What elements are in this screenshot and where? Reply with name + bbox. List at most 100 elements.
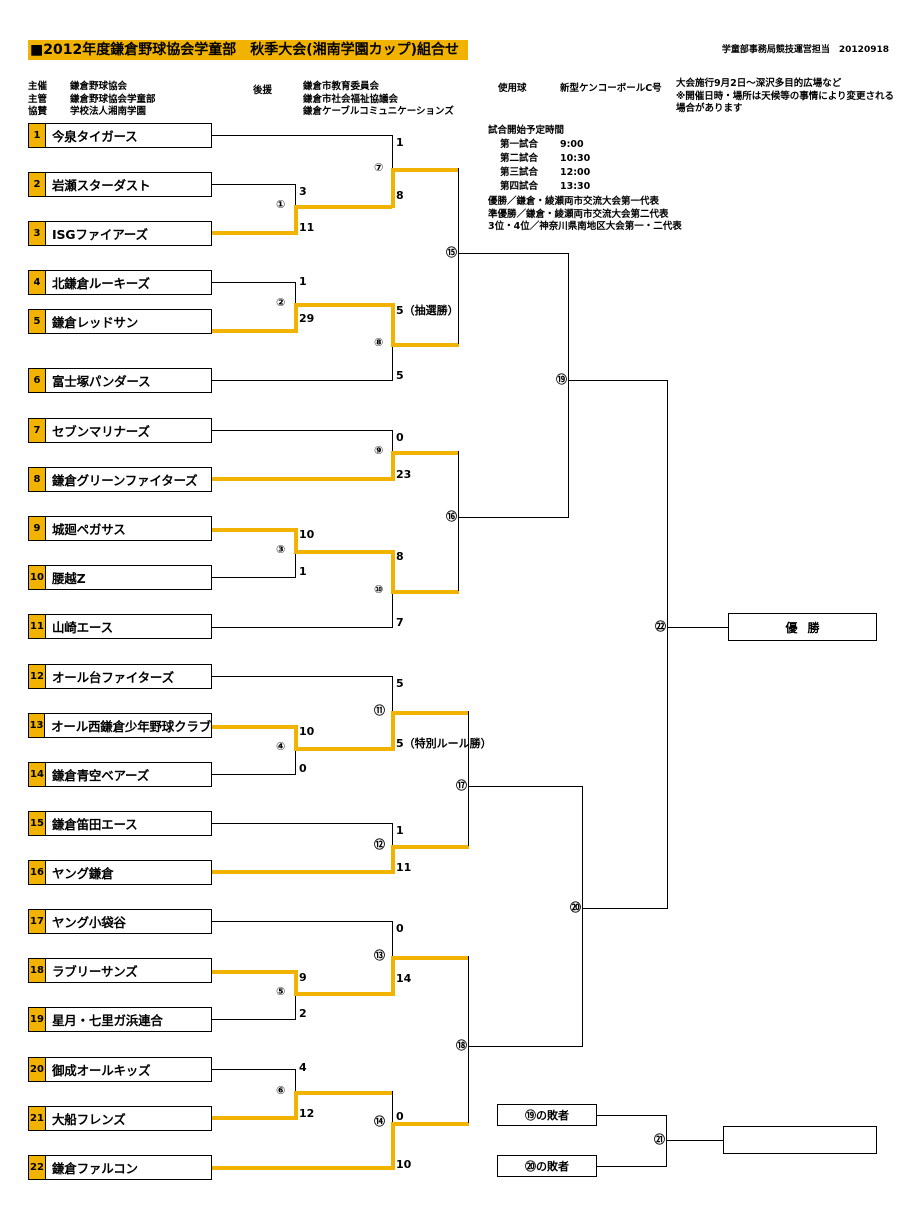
team-row-17[interactable]: 17 ヤング小袋谷 [28, 909, 212, 934]
support-value-2: 鎌倉ケーブルコミュニケーションズ [303, 106, 454, 117]
team-row-3[interactable]: 3 ISGファイアーズ [28, 221, 212, 246]
score-g8-top: 5（抽選勝） [396, 304, 459, 317]
team-seed-5: 5 [29, 310, 46, 333]
r1-g1-top-line [212, 184, 296, 185]
r2-g7-advance-line [391, 168, 459, 172]
team-row-14[interactable]: 14 鎌倉青空ベアーズ [28, 762, 212, 787]
team-name-22: 鎌倉ファルコン [52, 1161, 138, 1176]
team-name-18: ラブリーサンズ [52, 964, 138, 979]
team-row-2[interactable]: 2 岩瀬スターダスト [28, 172, 212, 197]
r1-g1-vert-top [295, 184, 296, 209]
r1-g6-top-line [212, 1069, 296, 1070]
game-node-19: ⑲ [555, 373, 568, 386]
team-seed-18: 18 [29, 959, 46, 982]
team-row-7[interactable]: 7 セブンマリナーズ [28, 418, 212, 443]
r1-g3-vert-top-winner [294, 528, 298, 553]
support-label-text: 後援 [253, 85, 273, 96]
team-seed-15: 15 [29, 812, 46, 835]
game-node-14: ⑭ [373, 1115, 386, 1128]
score-g5-bottom: 2 [299, 1007, 307, 1020]
score-g13-bottom: 14 [396, 972, 412, 985]
semifinal-g19-advance-line [568, 380, 668, 381]
team-row-13[interactable]: 13 オール西鎌倉少年野球クラブ [28, 713, 212, 738]
score-g9-bottom: 23 [396, 468, 412, 481]
team-name-3: ISGファイアーズ [52, 227, 148, 242]
game-node-21: ㉑ [653, 1133, 666, 1146]
r1-g6-bottom-line-winner [212, 1116, 298, 1120]
team-name-6: 富士塚パンダース [52, 374, 151, 389]
score-g3-bottom: 1 [299, 565, 307, 578]
r2-g8-vert-bottom [392, 343, 393, 381]
r1-g6-vert-top [295, 1069, 296, 1093]
r1-g2-top-line [212, 282, 296, 283]
team-row-21[interactable]: 21 大船フレンズ [28, 1106, 212, 1131]
schedule-game-0: 第一試合 [500, 139, 539, 150]
r1-g5-advance-line [294, 992, 392, 996]
score-g5-top: 9 [299, 971, 307, 984]
team-seed-4: 4 [29, 271, 46, 294]
team-row-5[interactable]: 5 鎌倉レッドサン [28, 309, 212, 334]
score-g4-bottom: 0 [299, 762, 307, 775]
team-row-1[interactable]: 1 今泉タイガース [28, 123, 212, 148]
schedule-heading: 試合開始予定時間 [488, 125, 565, 136]
team-name-4: 北鎌倉ルーキーズ [52, 276, 150, 291]
team-row-4[interactable]: 4 北鎌倉ルーキーズ [28, 270, 212, 295]
support-block: 鎌倉市教育委員会 鎌倉市社会福祉協議会 鎌倉ケーブルコミュニケーションズ [303, 78, 454, 117]
team-row-8[interactable]: 8 鎌倉グリーンファイターズ [28, 467, 212, 492]
r3-g17-vert [468, 711, 469, 846]
score-g11-top: 5 [396, 677, 404, 690]
team-seed-22: 22 [29, 1156, 46, 1179]
r1-g3-vert-bottom [295, 550, 296, 578]
final-g22-advance-line [667, 627, 729, 628]
r3-g16-advance-line [458, 517, 569, 518]
notice-inner: 大会施行9月2日～深沢多目的広場など ※開催日時・場所は天候等の事情により変更さ… [676, 78, 895, 114]
r3-g18-vert [468, 956, 469, 1123]
r2-g7-vert-bottom-winner [391, 168, 395, 208]
team-name-16: ヤング鎌倉 [52, 866, 114, 881]
team-name-10: 腰越Z [52, 571, 86, 586]
team-row-16[interactable]: 16 ヤング鎌倉 [28, 860, 212, 885]
team-row-9[interactable]: 9 城廻ペガサス [28, 516, 212, 541]
r2-g9-vert-top [392, 430, 393, 455]
support-value-0: 鎌倉市教育委員会 [303, 81, 380, 92]
score-g2-top: 1 [299, 275, 307, 288]
team-row-11[interactable]: 11 山崎エース [28, 614, 212, 639]
r2-g11-vert-top [392, 676, 393, 714]
r3-g16-vert [458, 451, 459, 591]
team-row-19[interactable]: 19 星月・七里ガ浜連合 [28, 1007, 212, 1032]
r1-g4-bottom-line [212, 774, 296, 775]
r2-g12-bottom-line-winner [212, 870, 393, 874]
r1-g4-vert-bottom [295, 747, 296, 775]
team-row-22[interactable]: 22 鎌倉ファルコン [28, 1155, 212, 1180]
r2-g14-vert-top [392, 1091, 393, 1128]
credit-line: 学童部事務局競技運営担当 20120918 [721, 45, 889, 55]
r1-g2-advance-line [294, 303, 392, 307]
r2-g9-advance-line [391, 451, 459, 455]
team-row-10[interactable]: 10 腰越Z [28, 565, 212, 590]
team-row-20[interactable]: 20 御成オールキッズ [28, 1057, 212, 1082]
team-row-15[interactable]: 15 鎌倉笛田エース [28, 811, 212, 836]
schedule-row: 第三試合 12:00 [488, 166, 590, 180]
semifinal-g19-vert [568, 253, 569, 518]
team-seed-7: 7 [29, 419, 46, 442]
team-row-18[interactable]: 18 ラブリーサンズ [28, 958, 212, 983]
r2-g14-vert-bottom-winner [391, 1122, 395, 1170]
score-g3-top: 10 [299, 528, 315, 541]
r1-g6-advance-line [294, 1091, 392, 1095]
team-row-12[interactable]: 12 オール台ファイターズ [28, 664, 212, 689]
r2-g11-top-line [212, 676, 393, 677]
r2-g13-vert-bottom-winner [391, 956, 395, 996]
r1-g4-advance-line [294, 747, 392, 751]
score-g1-bottom: 11 [299, 221, 315, 234]
r2-g13-advance-line [391, 956, 469, 960]
r1-g1-vert-bottom-winner [294, 205, 298, 235]
game-node-8: ⑧ [373, 336, 385, 349]
champion-box: 優勝 [728, 613, 877, 641]
r2-g14-bottom-line-winner [212, 1166, 393, 1170]
organizer-label-1: 主管 [28, 93, 48, 105]
team-row-6[interactable]: 6 富士塚パンダース [28, 368, 212, 393]
semifinal-g20-advance-line [582, 908, 668, 909]
score-g7-top: 1 [396, 136, 404, 149]
r2-g12-advance-line [391, 845, 469, 849]
page-title: ■2012年度鎌倉野球協会学童部 秋季大会(湘南学園カップ)組合せ [28, 40, 468, 60]
